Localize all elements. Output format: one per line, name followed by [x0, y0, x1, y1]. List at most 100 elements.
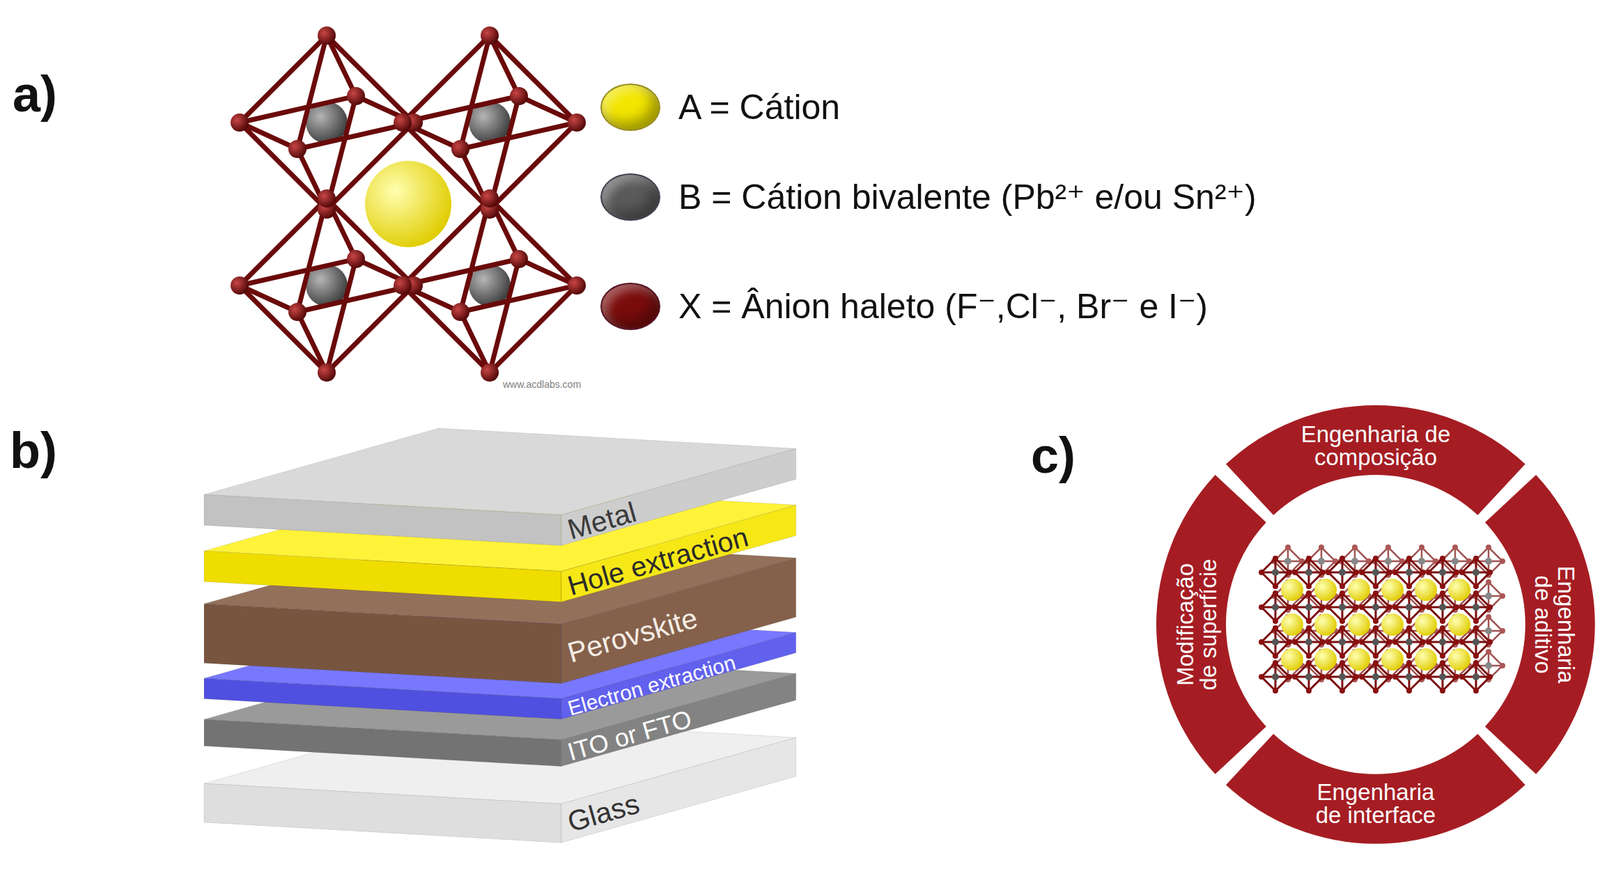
- a-cation-atom: [1448, 613, 1471, 636]
- bond-stick: [239, 285, 327, 373]
- x-anion-atom: [1358, 604, 1365, 611]
- b-cation-atom: [1472, 603, 1480, 611]
- x-anion-atom: [451, 303, 470, 322]
- x-anion-atom: [1286, 639, 1293, 646]
- b-cation-atom: [1271, 569, 1279, 577]
- strategy-label: Engenharia de aditivo: [1531, 537, 1578, 712]
- bond-stick: [489, 35, 577, 123]
- bond-stick: [489, 198, 577, 286]
- x-anion-atom: [1339, 625, 1346, 632]
- x-anion-atom: [1473, 688, 1479, 694]
- x-anion-atom: [1319, 569, 1326, 576]
- slab-face: [204, 550, 562, 602]
- a-cation-atom: [1414, 613, 1438, 636]
- bond-stick: [326, 259, 356, 373]
- x-anion-atom: [1452, 544, 1458, 551]
- b-cation-atom: [1405, 569, 1413, 577]
- b-cation-atom: [1418, 557, 1426, 565]
- ring-arc: [1225, 734, 1526, 845]
- x-anion-atom: [317, 189, 336, 208]
- bond-stick: [239, 285, 298, 313]
- x-anion-atom: [1499, 593, 1506, 600]
- x-anion-atom: [1473, 555, 1479, 562]
- x-anion-atom: [1499, 558, 1506, 565]
- slab-face: [204, 719, 562, 767]
- b-cation-atom: [1472, 569, 1480, 577]
- x-anion-atom: [480, 363, 499, 382]
- x-anion-atom: [1306, 555, 1312, 562]
- x-anion-atom: [346, 250, 365, 269]
- x-anion-atom: [1499, 663, 1506, 669]
- legend-text: X = Ânion haleto (F⁻,Cl⁻, Br⁻ e I⁻): [678, 285, 1208, 328]
- x-anion-atom: [1392, 639, 1398, 646]
- b-cation-atom: [1305, 638, 1313, 646]
- bond-stick: [460, 285, 577, 313]
- x-anion-atom: [288, 140, 307, 159]
- b-cation-atom: [1439, 603, 1447, 611]
- perovskite-lattice: [1258, 544, 1506, 694]
- x-anion-atom: [1439, 653, 1446, 659]
- b-cation-atom: [1485, 662, 1493, 670]
- b-cation-atom: [1305, 673, 1313, 681]
- x-anion-atom: [1487, 604, 1493, 611]
- x-anion-atom: [1453, 674, 1460, 680]
- x-anion-atom: [1306, 660, 1312, 666]
- x-anion-atom: [1339, 618, 1346, 625]
- b-cation-atom: [1305, 569, 1313, 577]
- x-anion-atom: [1353, 674, 1359, 680]
- x-anion-atom: [1272, 653, 1279, 659]
- bond-stick: [460, 35, 490, 150]
- b-cation-atom: [1439, 569, 1447, 577]
- x-anion-atom: [1459, 604, 1465, 611]
- bond-stick: [460, 312, 490, 373]
- x-anion-atom: [1372, 660, 1379, 666]
- x-anion-atom: [1286, 604, 1293, 611]
- a-cation-atom: [364, 160, 452, 248]
- x-anion-atom: [1353, 569, 1359, 576]
- x-anion-atom: [1392, 674, 1398, 680]
- legend-text: A = Cátion: [678, 86, 841, 129]
- x-anion-atom: [1292, 569, 1298, 576]
- a-cation-atom: [1347, 613, 1371, 636]
- a-cation-atom: [1414, 578, 1438, 602]
- x-anion-atom: [1439, 583, 1446, 590]
- x-anion-atom: [1386, 604, 1393, 611]
- x-anion-atom: [1487, 569, 1493, 576]
- x-anion-atom: [1459, 569, 1465, 576]
- x-anion-atom: [1292, 639, 1298, 646]
- x-anion-atom: [1487, 674, 1493, 680]
- strategy-label: Engenharia de composição: [1288, 422, 1463, 469]
- x-anion-atom: [317, 363, 336, 382]
- x-anion-atom: [1325, 604, 1332, 611]
- x-anion-atom: [567, 113, 586, 132]
- x-anion-atom: [1453, 639, 1460, 646]
- x-anion-atom: [1439, 625, 1446, 632]
- x-anion-atom: [1372, 583, 1379, 590]
- x-anion-atom: [1306, 583, 1312, 590]
- b-cation-atom: [1338, 603, 1346, 611]
- x-anion-atom: [1386, 674, 1393, 680]
- x-anion-atom: [1392, 604, 1398, 611]
- slab-shape: [204, 428, 797, 546]
- x-anion-atom: [1272, 625, 1279, 632]
- slab-face: [204, 495, 562, 547]
- x-anion-atom: [1339, 660, 1346, 666]
- x-anion-atom: [1372, 555, 1379, 562]
- x-anion-atom: [1325, 639, 1332, 646]
- x-anion-atom: [1473, 618, 1479, 625]
- b-cation-atom: [1372, 603, 1380, 611]
- a-cation-atom: [1280, 613, 1304, 636]
- x-anion-atom: [1459, 674, 1465, 680]
- x-anion-atom: [1459, 639, 1465, 646]
- x-anion-atom: [1258, 639, 1265, 646]
- x-anion-atom: [1352, 544, 1358, 551]
- bond-stick: [518, 259, 577, 286]
- x-anion-atom: [288, 303, 307, 322]
- x-anion-atom: [393, 113, 412, 132]
- ring-segment: Engenharia de composição: [1225, 405, 1526, 516]
- x-anion-atom: [1406, 625, 1412, 632]
- x-anion-atom: [1258, 674, 1265, 680]
- x-anion-atom: [1372, 618, 1379, 625]
- b-cation-atom: [1372, 638, 1380, 646]
- a-cation-atom: [1381, 648, 1404, 671]
